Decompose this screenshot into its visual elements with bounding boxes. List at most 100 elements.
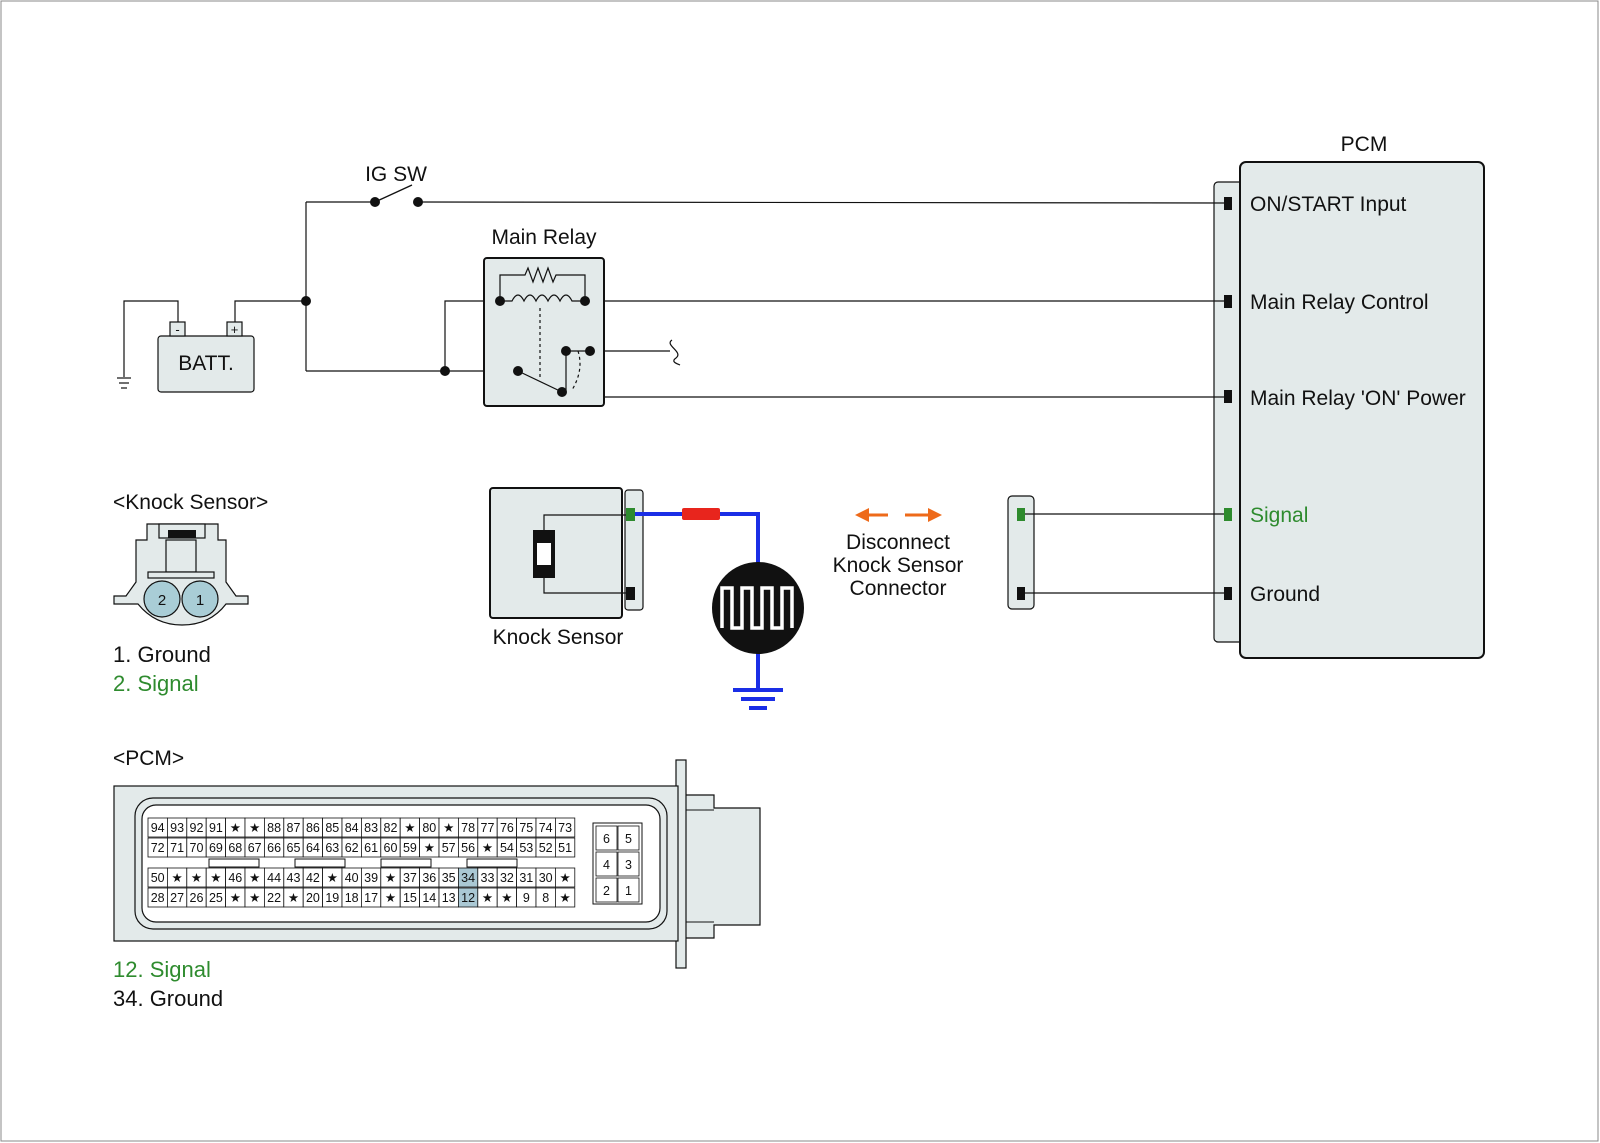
pcm-pin-label: 51 xyxy=(558,841,572,855)
pcm-pin-label: 67 xyxy=(248,841,262,855)
pcm-pin-desc-34: 34. Ground xyxy=(113,986,223,1011)
battery-plus-terminal xyxy=(226,321,243,337)
pcm-pin-cell xyxy=(555,887,576,908)
pcm-small-pin-cell xyxy=(595,877,618,903)
pcm-pin-label: 83 xyxy=(364,821,378,835)
pcm-pin-label: 12 xyxy=(461,891,475,905)
knock-sensor: Knock Sensor xyxy=(489,487,644,649)
pcm-pin-label: 14 xyxy=(422,891,436,905)
pcm-pin-label: 93 xyxy=(170,821,184,835)
pcm-pin-label: 35 xyxy=(442,871,456,885)
pcm-pin-label: 78 xyxy=(461,821,475,835)
pcm-pin-on-start xyxy=(1224,197,1232,210)
pcm-pin-label: 54 xyxy=(500,841,514,855)
pcm-pin-label: 36 xyxy=(422,871,436,885)
pcm-pin-label: 88 xyxy=(267,821,281,835)
pcm-pin-label: 19 xyxy=(325,891,339,905)
knock-connector-pin-1 xyxy=(181,580,219,618)
pcm-small-pin-cell xyxy=(617,825,640,851)
pcm-pin-label: 85 xyxy=(325,821,339,835)
pcm-connector-title: <PCM> xyxy=(113,747,184,770)
pcm-pin-label: ★ xyxy=(559,891,570,905)
pcm-pin-label: 52 xyxy=(539,841,553,855)
knock-pin-desc-2: 2. Signal xyxy=(113,671,199,696)
pcm-pin-label: 86 xyxy=(306,821,320,835)
pcm-pin-label: 87 xyxy=(287,821,301,835)
pcm-pin-label: 92 xyxy=(190,821,204,835)
terminal-ground-label: Ground xyxy=(1250,583,1320,606)
pcm-pin-label: 50 xyxy=(151,871,165,885)
ig-sw-label: IG SW xyxy=(365,163,427,186)
knock-connector-pin-1-label: 1 xyxy=(196,592,204,609)
pcm-pin-label: 91 xyxy=(209,821,223,835)
battery-plus-sign: + xyxy=(231,322,239,337)
pcm-small-pin-label: 3 xyxy=(625,858,632,872)
knock-sensor-pin-signal xyxy=(626,508,635,521)
ignition-switch: IG SW xyxy=(365,163,427,203)
pcm-pin-label: 76 xyxy=(500,821,514,835)
pcm-pin-label: 59 xyxy=(403,841,417,855)
harness-pin-ground xyxy=(1017,587,1025,600)
pcm-pin-label: 75 xyxy=(519,821,533,835)
pcm-pin-label: ★ xyxy=(443,821,454,835)
pcm-pin-label: 46 xyxy=(228,871,242,885)
pcm-pin-label: 42 xyxy=(306,871,320,885)
pcm-pin-desc-12: 12. Signal xyxy=(113,957,211,982)
pcm-pin-label: 72 xyxy=(151,841,165,855)
pcm-pin-label: 25 xyxy=(209,891,223,905)
pcm-pin-label: 39 xyxy=(364,871,378,885)
terminal-relay-control-label: Main Relay Control xyxy=(1250,291,1429,314)
pcm-pin-label: 73 xyxy=(558,821,572,835)
pcm-box xyxy=(1239,161,1485,659)
pcm-pin-label: 71 xyxy=(170,841,184,855)
pcm-small-pin-cell xyxy=(617,877,640,903)
pcm-pin-label: 9 xyxy=(523,891,530,905)
knock-sensor-connector-title: <Knock Sensor> xyxy=(113,491,268,514)
pcm-module: PCM ON/START Input Main Relay Control Ma… xyxy=(1213,133,1485,659)
pcm-pin-label: 8 xyxy=(542,891,549,905)
pcm-pin-label: 20 xyxy=(306,891,320,905)
pcm-pin-label: ★ xyxy=(327,871,338,885)
pcm-pin-label: 94 xyxy=(151,821,165,835)
harness-pin-signal xyxy=(1017,508,1025,521)
knock-sensor-label: Knock Sensor xyxy=(493,626,624,649)
pcm-pin-label: 63 xyxy=(325,841,339,855)
pcm-pin-label: 27 xyxy=(170,891,184,905)
pcm-pin-label: 62 xyxy=(345,841,359,855)
pcm-small-pin-label: 5 xyxy=(625,832,632,846)
pcm-pin-label: 70 xyxy=(190,841,204,855)
inline-resistor xyxy=(682,508,720,520)
pcm-pin-relay-power xyxy=(1224,390,1232,403)
pcm-pin-cell xyxy=(555,867,576,888)
battery-label: BATT. xyxy=(178,352,234,375)
pcm-small-pin-cell xyxy=(617,851,640,877)
pcm-small-pin-label: 2 xyxy=(603,884,610,898)
pcm-small-pin-label: 6 xyxy=(603,832,610,846)
harness-connector xyxy=(1007,495,1224,610)
pcm-pin-cell xyxy=(555,837,576,858)
pcm-pin-label: ★ xyxy=(385,871,396,885)
pcm-pin-label: 64 xyxy=(306,841,320,855)
pcm-pin-label: 34 xyxy=(461,871,475,885)
pcm-pin-label: 17 xyxy=(364,891,378,905)
main-relay-label: Main Relay xyxy=(491,226,597,249)
pcm-pin-label: ★ xyxy=(404,821,415,835)
pcm-title: PCM xyxy=(1341,133,1388,156)
pcm-pin-ground xyxy=(1224,587,1232,600)
battery-minus-sign: - xyxy=(175,322,179,337)
terminal-relay-power-label: Main Relay 'ON' Power xyxy=(1250,387,1466,410)
pcm-pin-label: ★ xyxy=(249,891,260,905)
scope-probe xyxy=(635,508,804,710)
pcm-pin-label: ★ xyxy=(249,871,260,885)
pcm-pin-label: 60 xyxy=(384,841,398,855)
wire-break-mark xyxy=(669,339,681,366)
pcm-pin-relay-control xyxy=(1224,295,1232,308)
pcm-small-pin-label: 1 xyxy=(625,884,632,898)
pcm-pin-label: 28 xyxy=(151,891,165,905)
battery-minus-terminal xyxy=(169,321,186,337)
pcm-pin-signal xyxy=(1224,508,1232,521)
pcm-pin-label: 68 xyxy=(228,841,242,855)
